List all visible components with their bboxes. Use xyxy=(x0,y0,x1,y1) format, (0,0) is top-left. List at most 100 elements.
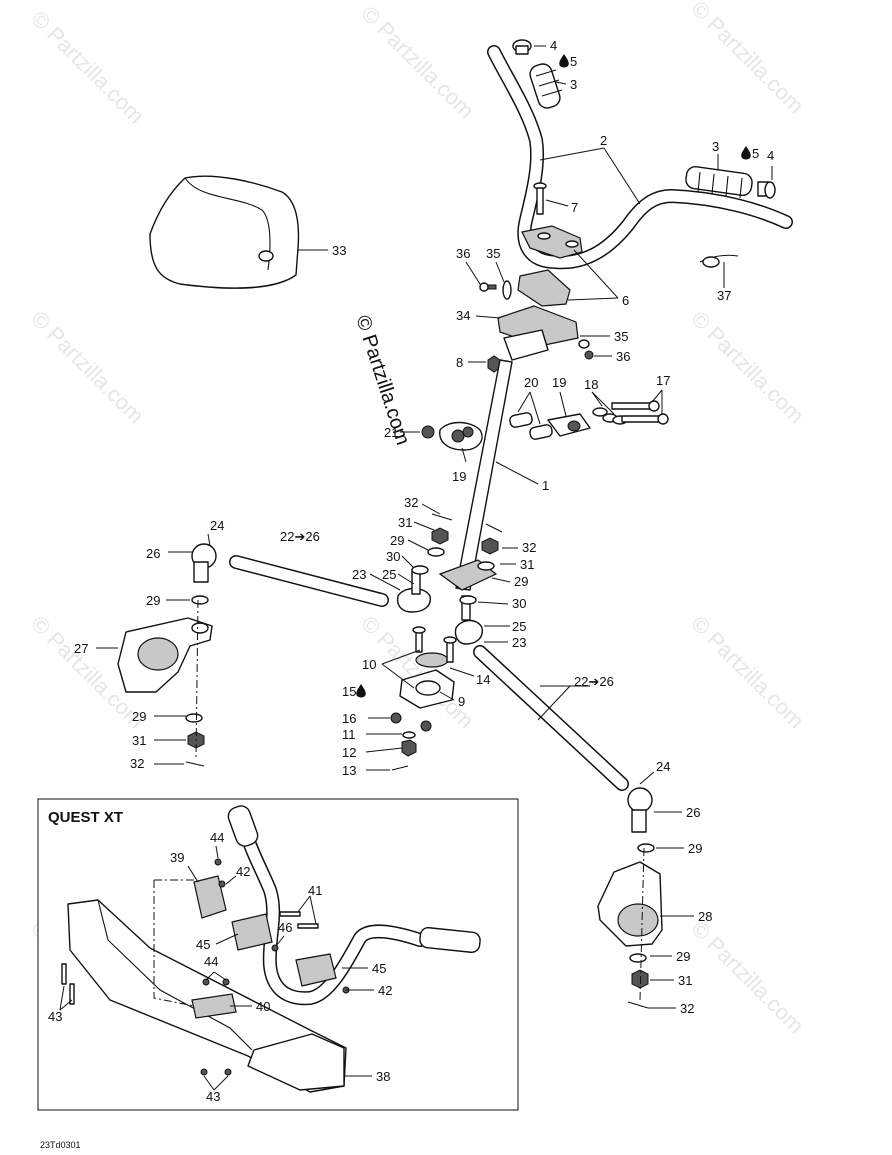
cotter-pin-13 xyxy=(391,765,409,771)
callout-label: 37 xyxy=(717,288,731,303)
callout-label: 19 xyxy=(552,375,566,390)
callout-label: 26 xyxy=(146,546,160,561)
right-spindle-hardware xyxy=(627,843,655,1009)
small-hardware xyxy=(411,513,503,605)
watermark: © Partzilla.com xyxy=(686,0,809,118)
callout-label: 36 xyxy=(456,246,470,261)
oil-drop-icon xyxy=(356,684,366,698)
callout-label: 31 xyxy=(678,973,692,988)
right-grip xyxy=(685,165,753,199)
bearing-flange xyxy=(399,669,455,709)
bushing xyxy=(509,412,553,440)
callout-label: 19 xyxy=(452,469,466,484)
nut-21 xyxy=(421,425,435,439)
callout-label: 42 xyxy=(236,864,250,879)
column-support-plate xyxy=(497,305,590,361)
windshield xyxy=(149,175,300,289)
callout-label: 44 xyxy=(210,830,224,845)
handlebar-clamp-lower xyxy=(517,269,571,307)
callout-label: 31 xyxy=(520,557,534,572)
column-clamp-block xyxy=(547,413,591,437)
callout-label: 39 xyxy=(170,850,184,865)
oil-drop-icon xyxy=(559,54,569,68)
callout-label: 40 xyxy=(256,999,270,1014)
callout-label: 29 xyxy=(146,593,160,608)
callout-label: 5 xyxy=(752,146,759,161)
callout-label: 43 xyxy=(48,1009,62,1024)
small-nut xyxy=(584,350,594,360)
left-spindle xyxy=(117,617,213,693)
diagram-code: 23Td0301 xyxy=(40,1140,81,1150)
callout-label: 29 xyxy=(514,574,528,589)
oil-drop-icon xyxy=(741,146,751,160)
callout-label: 24 xyxy=(656,759,670,774)
bearing xyxy=(415,652,449,668)
callout-label: 35 xyxy=(614,329,628,344)
callout-label: 8 xyxy=(456,355,463,370)
watermark: © Partzilla.com xyxy=(26,306,149,429)
left-bar-end-plug xyxy=(512,39,532,55)
callout-label: 33 xyxy=(332,243,346,258)
right-tie-rod xyxy=(473,645,629,791)
cable-tie xyxy=(699,254,739,268)
callout-label: 11 xyxy=(342,727,356,742)
callout-label: 6 xyxy=(622,293,629,308)
callout-label: 16 xyxy=(342,711,356,726)
callout-label: 3 xyxy=(570,77,577,92)
callout-label: 2 xyxy=(600,133,607,148)
callout-label: 30 xyxy=(386,549,400,564)
callout-label: 29 xyxy=(688,841,702,856)
callout-label: 29 xyxy=(390,533,404,548)
callout-label: 28 xyxy=(698,909,712,924)
clamp-bolts xyxy=(611,400,669,425)
callout-label: 22➔26 xyxy=(280,529,320,544)
callout-label: 34 xyxy=(456,308,470,323)
callout-label: 32 xyxy=(680,1001,694,1016)
callout-label: 44 xyxy=(204,954,218,969)
callout-label: 38 xyxy=(376,1069,390,1084)
callout-label: 21 xyxy=(384,425,398,440)
watermark: © Partzilla.com xyxy=(686,916,809,1039)
callout-label: 5 xyxy=(570,54,577,69)
callout-label: 45 xyxy=(372,961,386,976)
callout-label: 36 xyxy=(616,349,630,364)
side-bolt xyxy=(479,282,497,292)
callout-label: 23 xyxy=(352,567,366,582)
callout-label: 32 xyxy=(522,540,536,555)
callout-label: 45 xyxy=(196,937,210,952)
left-spindle-hardware xyxy=(185,595,209,767)
callout-label: 41 xyxy=(308,883,322,898)
callout-label: 3 xyxy=(712,139,719,154)
callout-label: 4 xyxy=(550,38,557,53)
callout-label: 7 xyxy=(571,200,578,215)
partzilla-brand-text: © Partzilla.com xyxy=(351,313,414,448)
callout-label: 32 xyxy=(404,495,418,510)
callout-label: 35 xyxy=(486,246,500,261)
callout-label: 1 xyxy=(542,478,549,493)
callout-label: 30 xyxy=(512,596,526,611)
callout-label: 43 xyxy=(206,1089,220,1104)
left-tie-rod xyxy=(229,555,389,607)
callout-label: 32 xyxy=(130,756,144,771)
callout-label: 31 xyxy=(398,515,412,530)
callout-label: 42 xyxy=(378,983,392,998)
steering-column xyxy=(438,359,513,591)
left-grip xyxy=(529,63,563,109)
callout-label: 20 xyxy=(524,375,538,390)
leader-lines xyxy=(59,45,773,1091)
quest-xt-inset: QUEST XT xyxy=(37,798,519,1111)
right-bar-end-plug xyxy=(757,181,776,199)
watermark: © Partzilla.com xyxy=(686,611,809,734)
callout-label: 17 xyxy=(656,373,670,388)
callout-label: 29 xyxy=(676,949,690,964)
flange-bolts xyxy=(412,626,457,663)
callout-label: 15 xyxy=(342,684,356,699)
callout-label: 4 xyxy=(767,148,774,163)
side-washer xyxy=(502,280,512,300)
callout-label: 24 xyxy=(210,518,224,533)
watermark: © Partzilla.com xyxy=(26,6,149,129)
ball-joint-right xyxy=(627,787,653,833)
watermark: © Partzilla.com xyxy=(686,306,809,429)
ball-joint-left xyxy=(191,543,217,583)
